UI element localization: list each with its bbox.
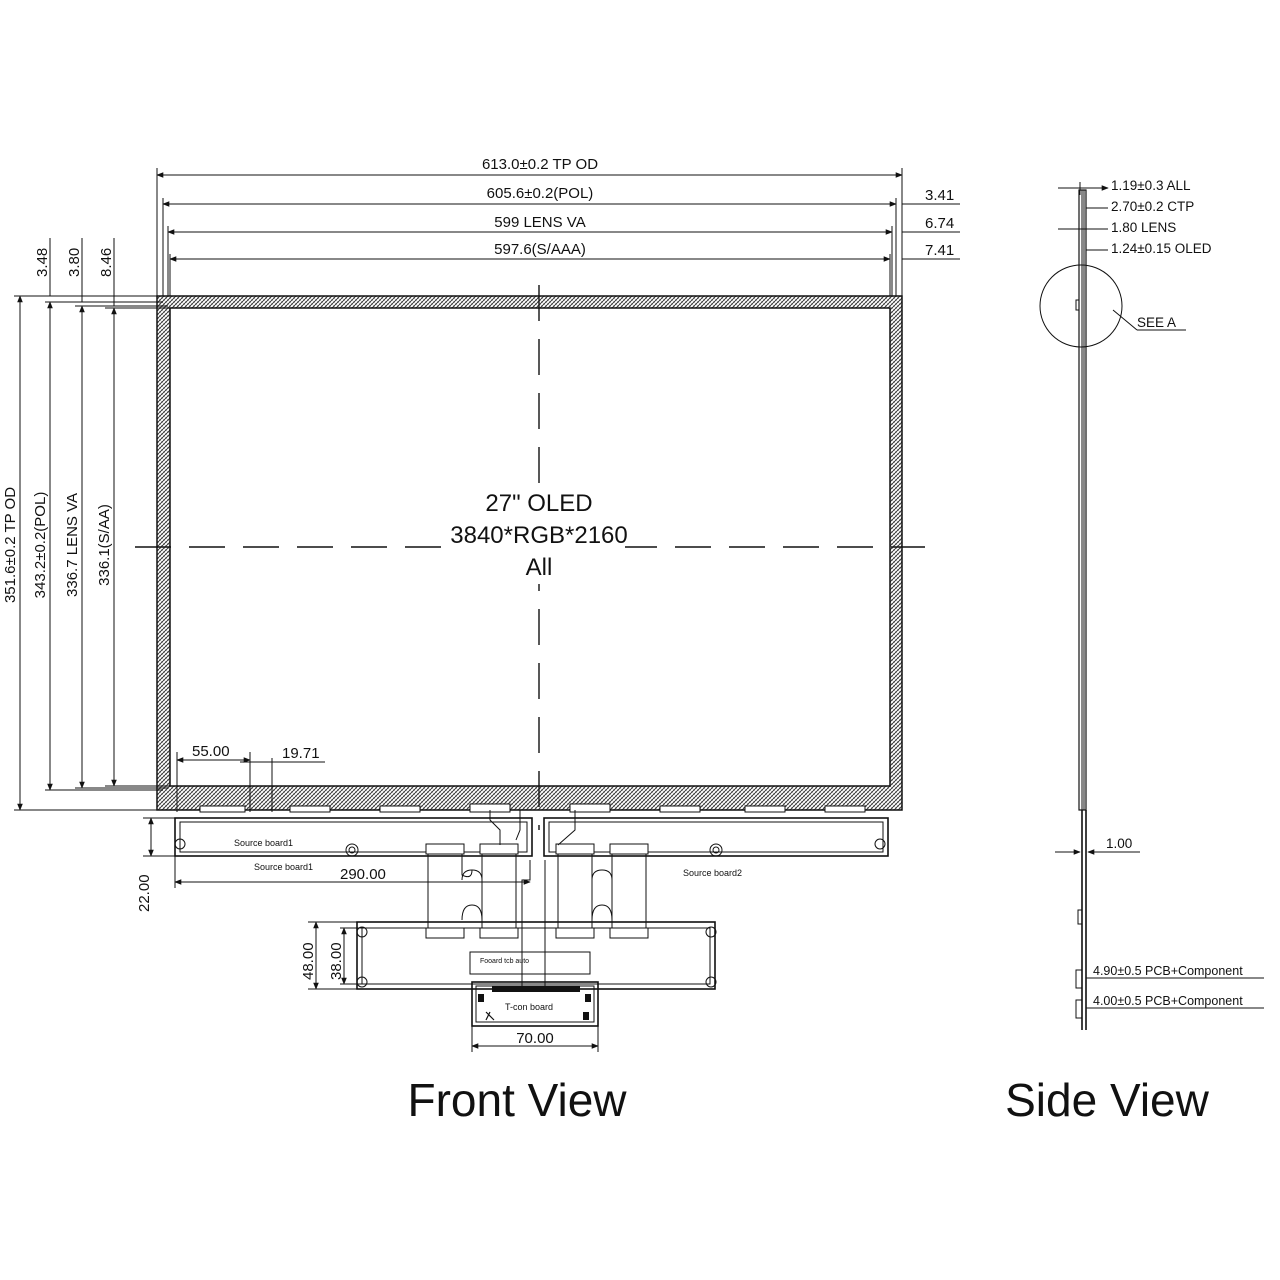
side-view-title: Side View	[1005, 1074, 1210, 1126]
top-dimensions: 613.0±0.2 TP OD 605.6±0.2(POL) 599 LENS …	[156, 156, 960, 296]
bottom-dimensions: 55.00 19.71 290.00 Source board1 22.00 4…	[136, 743, 599, 1052]
source-board1-upper-label: Source board1	[234, 838, 293, 848]
dim-tp-od-height: 351.6±0.2 TP OD	[2, 487, 19, 603]
dim-38: 38.00	[328, 942, 345, 980]
side-callout-pcb-1: 4.90±0.5 PCB+Component	[1093, 964, 1243, 978]
panel-label-size: 27" OLED	[485, 490, 592, 517]
bottom-tabs	[199, 803, 866, 813]
see-a-detail-circle	[1039, 264, 1123, 348]
tcon-board-label: T-con board	[505, 1002, 553, 1012]
dim-right-6-74: 6.74	[925, 215, 954, 232]
dim-pol-width: 605.6±0.2(POL)	[487, 185, 594, 202]
dim-55: 55.00	[192, 743, 230, 760]
side-callout-oled: 1.24±0.15 OLED	[1111, 241, 1212, 256]
source-board-2: Source board2	[543, 817, 889, 878]
dim-48: 48.00	[300, 942, 317, 980]
flex-cables	[427, 810, 647, 990]
dim-290: 290.00	[340, 866, 386, 883]
see-a-label: SEE A	[1137, 315, 1176, 330]
dim-19-71: 19.71	[282, 745, 320, 762]
dim-tp-od-width: 613.0±0.2 TP OD	[482, 156, 598, 173]
front-view: 27" OLED 3840*RGB*2160 All Source board1	[2, 156, 960, 1126]
tcon-board: T-con board	[471, 981, 599, 1027]
side-flex-tail	[1081, 810, 1087, 1030]
fpc-label: Fooard tcb auto	[480, 958, 529, 965]
side-callout-pcb-2: 4.00±0.5 PCB+Component	[1093, 994, 1243, 1008]
board-connectors	[425, 843, 649, 939]
dim-right-7-41: 7.41	[925, 242, 954, 259]
side-callout-1-00: 1.00	[1106, 836, 1132, 851]
interface-board: Fooard tcb auto	[356, 921, 717, 990]
dim-pol-height: 343.2±0.2(POL)	[32, 492, 49, 599]
side-callout-all: 1.19±0.3 ALL	[1111, 178, 1191, 193]
dim-70: 70.00	[516, 1030, 554, 1047]
dim-top-3-80: 3.80	[66, 248, 83, 277]
dim-right-3-41: 3.41	[925, 187, 954, 204]
side-callout-lens: 1.80 LENS	[1111, 220, 1176, 235]
front-view-title: Front View	[407, 1074, 627, 1126]
side-view: SEE A 1.19±0.3 ALL 2.70±0.2 CTP 1.80 LEN…	[1005, 178, 1264, 1126]
dim-lens-va-width: 599 LENS VA	[494, 214, 585, 231]
source-board-1: Source board1	[174, 817, 533, 857]
dim-top-3-48: 3.48	[34, 248, 51, 277]
panel-label-resolution: 3840*RGB*2160	[450, 522, 627, 549]
side-callout-ctp: 2.70±0.2 CTP	[1111, 199, 1194, 214]
dim-lens-va-height: 336.7 LENS VA	[64, 493, 81, 597]
panel-label-all: All	[526, 554, 553, 581]
dim-top-8-46: 8.46	[98, 248, 115, 277]
dim-saa-height: 336.1(S/AA)	[96, 504, 113, 586]
dim-saaa-width: 597.6(S/AAA)	[494, 241, 586, 258]
source-board2-label: Source board2	[683, 868, 742, 878]
dim-22: 22.00	[136, 874, 153, 912]
source-board1-lower-label: Source board1	[254, 862, 313, 872]
left-dimensions: 351.6±0.2 TP OD 343.2±0.2(POL) 336.7 LEN…	[2, 238, 170, 811]
